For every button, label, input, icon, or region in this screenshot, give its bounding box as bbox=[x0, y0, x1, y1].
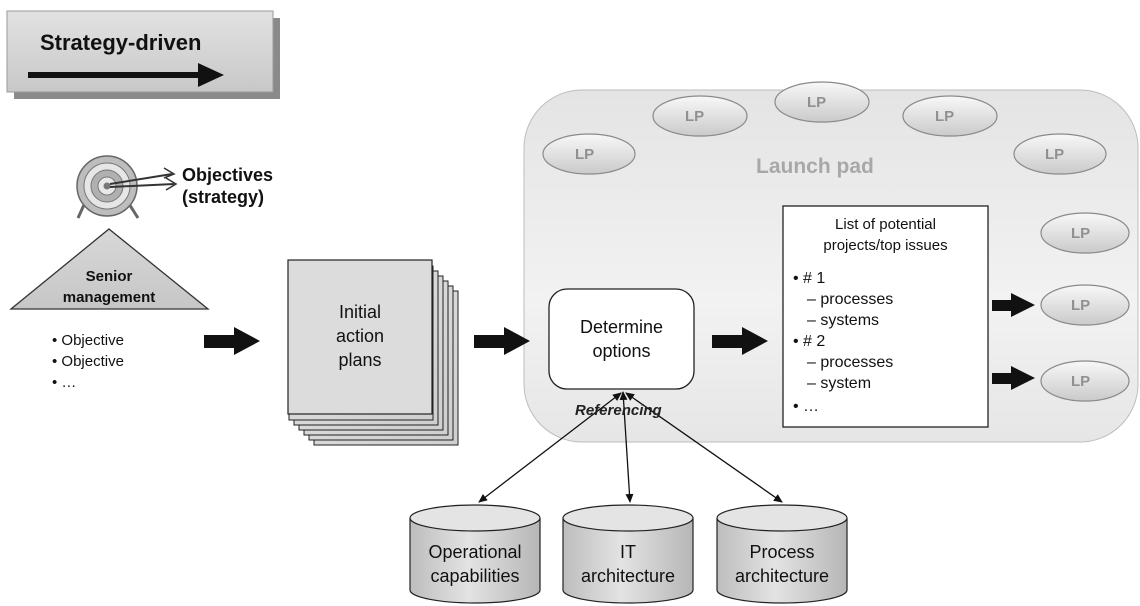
lp-ellipse-8 bbox=[1040, 360, 1130, 402]
lp-ellipse-6 bbox=[1040, 212, 1130, 254]
banner-box bbox=[6, 10, 274, 93]
database-operational bbox=[409, 504, 541, 604]
flow-arrow-options-to-list bbox=[712, 327, 768, 355]
database-it bbox=[562, 504, 694, 604]
flow-arrow-objectives-to-plans bbox=[204, 327, 260, 355]
archery-target-icon bbox=[76, 155, 178, 219]
lp-ellipse-1 bbox=[542, 133, 636, 175]
action-plans-front-page bbox=[287, 259, 433, 415]
flow-arrow-list-to-lp-lower bbox=[992, 366, 1035, 390]
banner-arrow-icon bbox=[28, 63, 224, 87]
lp-ellipse-4 bbox=[902, 95, 998, 137]
reference-arrow-operational bbox=[478, 392, 622, 503]
flow-arrow-plans-to-options bbox=[474, 327, 530, 355]
lp-ellipse-2 bbox=[652, 95, 748, 137]
determine-options-box bbox=[548, 288, 695, 390]
action-plans-stack bbox=[287, 259, 459, 446]
senior-management-triangle bbox=[9, 228, 210, 310]
project-list-box bbox=[782, 205, 989, 428]
flow-arrow-list-to-lp-upper bbox=[992, 293, 1035, 317]
lp-ellipse-3 bbox=[774, 81, 870, 123]
lp-ellipse-5 bbox=[1013, 133, 1107, 175]
lp-ellipse-7 bbox=[1040, 284, 1130, 326]
launch-pad-lp-ellipses bbox=[542, 81, 1130, 402]
reference-arrow-process bbox=[625, 392, 783, 503]
database-process bbox=[716, 504, 848, 604]
strategy-driven-banner bbox=[6, 10, 280, 99]
